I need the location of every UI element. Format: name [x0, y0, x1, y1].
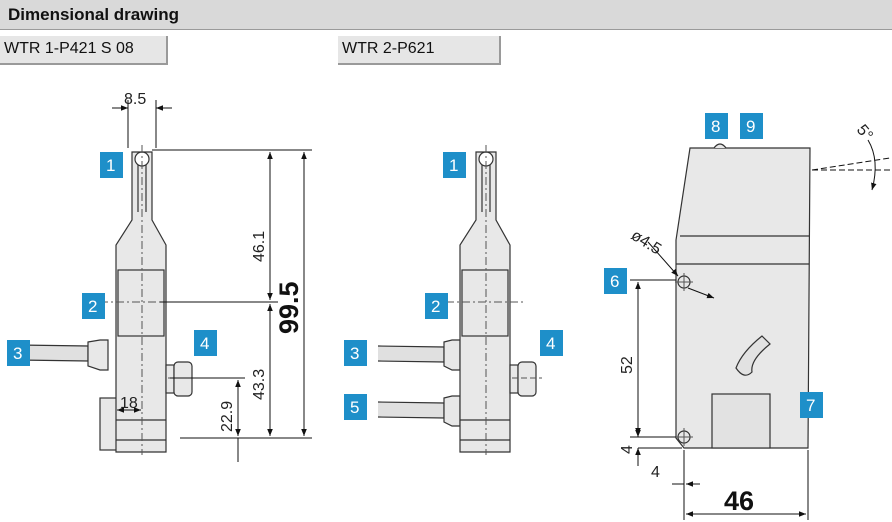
- left-cable-gland: [87, 339, 109, 371]
- right-callout-6: 6: [604, 268, 627, 294]
- svg-text:7: 7: [806, 396, 815, 415]
- dim-edge-offset-h: 4: [651, 464, 660, 481]
- dim-top-width: 8.5: [124, 91, 146, 108]
- left-window: [117, 269, 165, 337]
- middle-callout-5: 5: [344, 394, 367, 420]
- middle-side-port: [509, 364, 519, 394]
- section-header: Dimensional drawing: [0, 0, 892, 30]
- svg-text:5: 5: [350, 398, 359, 417]
- tab-wtr1-label: WTR 1-P421 S 08: [4, 40, 134, 57]
- svg-text:3: 3: [13, 344, 22, 363]
- left-side-port: [165, 364, 175, 394]
- middle-gland-1: [443, 339, 461, 371]
- right-hole-crosshairs: [675, 273, 693, 446]
- tab-wtr2[interactable]: WTR 2-P621: [338, 36, 501, 65]
- right-callout-9: 9: [740, 113, 763, 139]
- svg-text:1: 1: [449, 156, 458, 175]
- middle-callout-2: 2: [425, 293, 448, 319]
- dim-edge-offset-v: 4: [619, 445, 636, 454]
- dim-lower-height: 43.3: [251, 369, 268, 400]
- svg-text:1: 1: [106, 156, 115, 175]
- left-side-plug: [173, 361, 193, 397]
- middle-cable-1: [377, 345, 445, 363]
- right-body: [675, 147, 811, 449]
- left-callout-3: 3: [7, 340, 30, 366]
- tab-wtr2-underline: [338, 63, 501, 65]
- right-callout-7: 7: [800, 392, 823, 418]
- svg-text:8: 8: [711, 117, 720, 136]
- middle-window: [461, 269, 509, 337]
- svg-text:4: 4: [546, 334, 555, 353]
- svg-text:2: 2: [88, 297, 97, 316]
- left-callout-4: 4: [194, 330, 217, 356]
- dim-hole-spacing: 52: [619, 356, 636, 374]
- dim-angle: 5°: [853, 122, 876, 145]
- left-body: [115, 151, 167, 453]
- tab-wtr1-underline: [0, 63, 168, 65]
- left-callout-2: 2: [82, 293, 105, 319]
- svg-text:6: 6: [610, 272, 619, 291]
- dim-cable-offset: 18: [120, 395, 138, 412]
- tab-wtr2-label: WTR 2-P621: [342, 40, 435, 57]
- section-title: Dimensional drawing: [8, 5, 179, 24]
- right-view: [675, 143, 811, 449]
- middle-cable-2: [377, 401, 445, 419]
- svg-text:2: 2: [431, 297, 440, 316]
- left-dimensions: [112, 100, 312, 462]
- dim-connector-height: 22.9: [219, 401, 236, 432]
- middle-gland-2: [443, 395, 461, 427]
- dim-total-height: 99.5: [274, 281, 304, 334]
- middle-side-plug: [517, 361, 537, 397]
- svg-text:4: 4: [200, 334, 209, 353]
- left-view: [17, 151, 193, 453]
- svg-text:9: 9: [746, 117, 755, 136]
- dim-side-width: 46: [724, 486, 754, 516]
- svg-text:3: 3: [350, 344, 359, 363]
- left-callout-1: 1: [100, 152, 123, 178]
- right-cable-exit: [735, 335, 771, 376]
- middle-callout-4: 4: [540, 330, 563, 356]
- tab-wtr1[interactable]: WTR 1-P421 S 08: [0, 36, 168, 65]
- right-callout-8: 8: [705, 113, 728, 139]
- middle-callout-3: 3: [344, 340, 367, 366]
- right-connector: [711, 393, 771, 449]
- middle-callout-1: 1: [443, 152, 466, 178]
- right-dimensions: [630, 139, 891, 520]
- dim-upper-height: 46.1: [251, 231, 268, 262]
